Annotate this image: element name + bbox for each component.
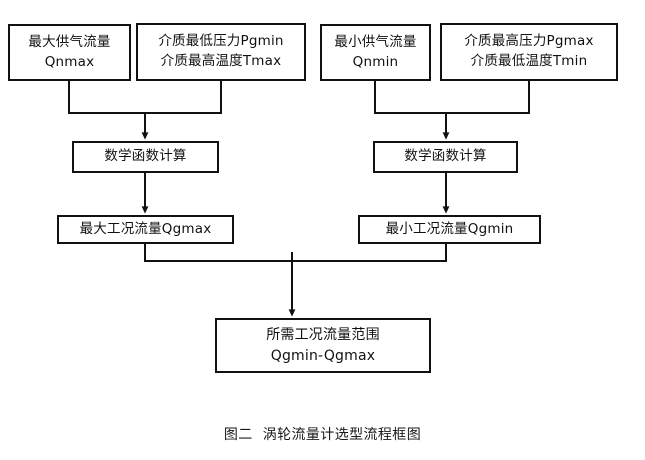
node-math-function-calc-right-label: 数学函数计算 bbox=[404, 148, 487, 165]
node-required-flow-range: 所需工况流量范围 Qgmin-Qgmax bbox=[215, 318, 431, 373]
node-max-supply-flow-line1: 最大供气流量 bbox=[28, 33, 111, 50]
node-required-flow-range-line2: Qgmin-Qgmax bbox=[270, 347, 376, 364]
node-min-supply-flow-line1: 最小供气流量 bbox=[334, 33, 417, 50]
node-min-pressure-max-temp: 介质最低压力Pgmin 介质最高温度Tmax bbox=[136, 23, 306, 81]
node-required-flow-range-line1: 所需工况流量范围 bbox=[266, 327, 380, 344]
edge-qnmax-to-calc-left bbox=[68, 81, 145, 114]
edge-pgmaxtmin-to-calc-right bbox=[446, 81, 530, 114]
node-min-working-flow: 最小工况流量Qgmin bbox=[358, 215, 541, 244]
node-max-pressure-min-temp: 介质最高压力Pgmax 介质最低温度Tmin bbox=[440, 23, 618, 81]
edge-qgmin-to-merge bbox=[292, 244, 447, 262]
node-max-pressure-min-temp-line2: 介质最低温度Tmin bbox=[470, 53, 588, 69]
edge-pgmintmax-to-calc-left bbox=[145, 81, 222, 114]
node-max-supply-flow-line2: Qnmax bbox=[44, 53, 95, 70]
edge-qnmin-to-calc-right bbox=[374, 81, 446, 114]
node-math-function-calc-left: 数学函数计算 bbox=[72, 141, 219, 173]
figure-caption-number: 图二 bbox=[223, 427, 253, 443]
node-max-working-flow-label: 最大工况流量Qgmax bbox=[79, 220, 212, 237]
node-math-function-calc-right: 数学函数计算 bbox=[373, 141, 518, 173]
node-min-supply-flow: 最小供气流量 Qnmin bbox=[320, 24, 431, 81]
node-max-working-flow: 最大工况流量Qgmax bbox=[57, 215, 234, 244]
figure-caption: 图二涡轮流量计选型流程框图 bbox=[0, 424, 645, 444]
node-min-supply-flow-line2: Qnmin bbox=[352, 53, 399, 70]
node-min-working-flow-label: 最小工况流量Qgmin bbox=[385, 220, 514, 237]
figure-caption-title: 涡轮流量计选型流程框图 bbox=[262, 427, 422, 443]
node-min-pressure-max-temp-line1: 介质最低压力Pgmin bbox=[158, 33, 284, 50]
edge-qgmax-to-merge bbox=[144, 244, 292, 262]
node-min-pressure-max-temp-line2: 介质最高温度Tmax bbox=[160, 53, 282, 69]
node-max-pressure-min-temp-line1: 介质最高压力Pgmax bbox=[464, 33, 594, 50]
node-max-supply-flow: 最大供气流量 Qnmax bbox=[8, 24, 131, 81]
node-math-function-calc-left-label: 数学函数计算 bbox=[104, 148, 187, 165]
